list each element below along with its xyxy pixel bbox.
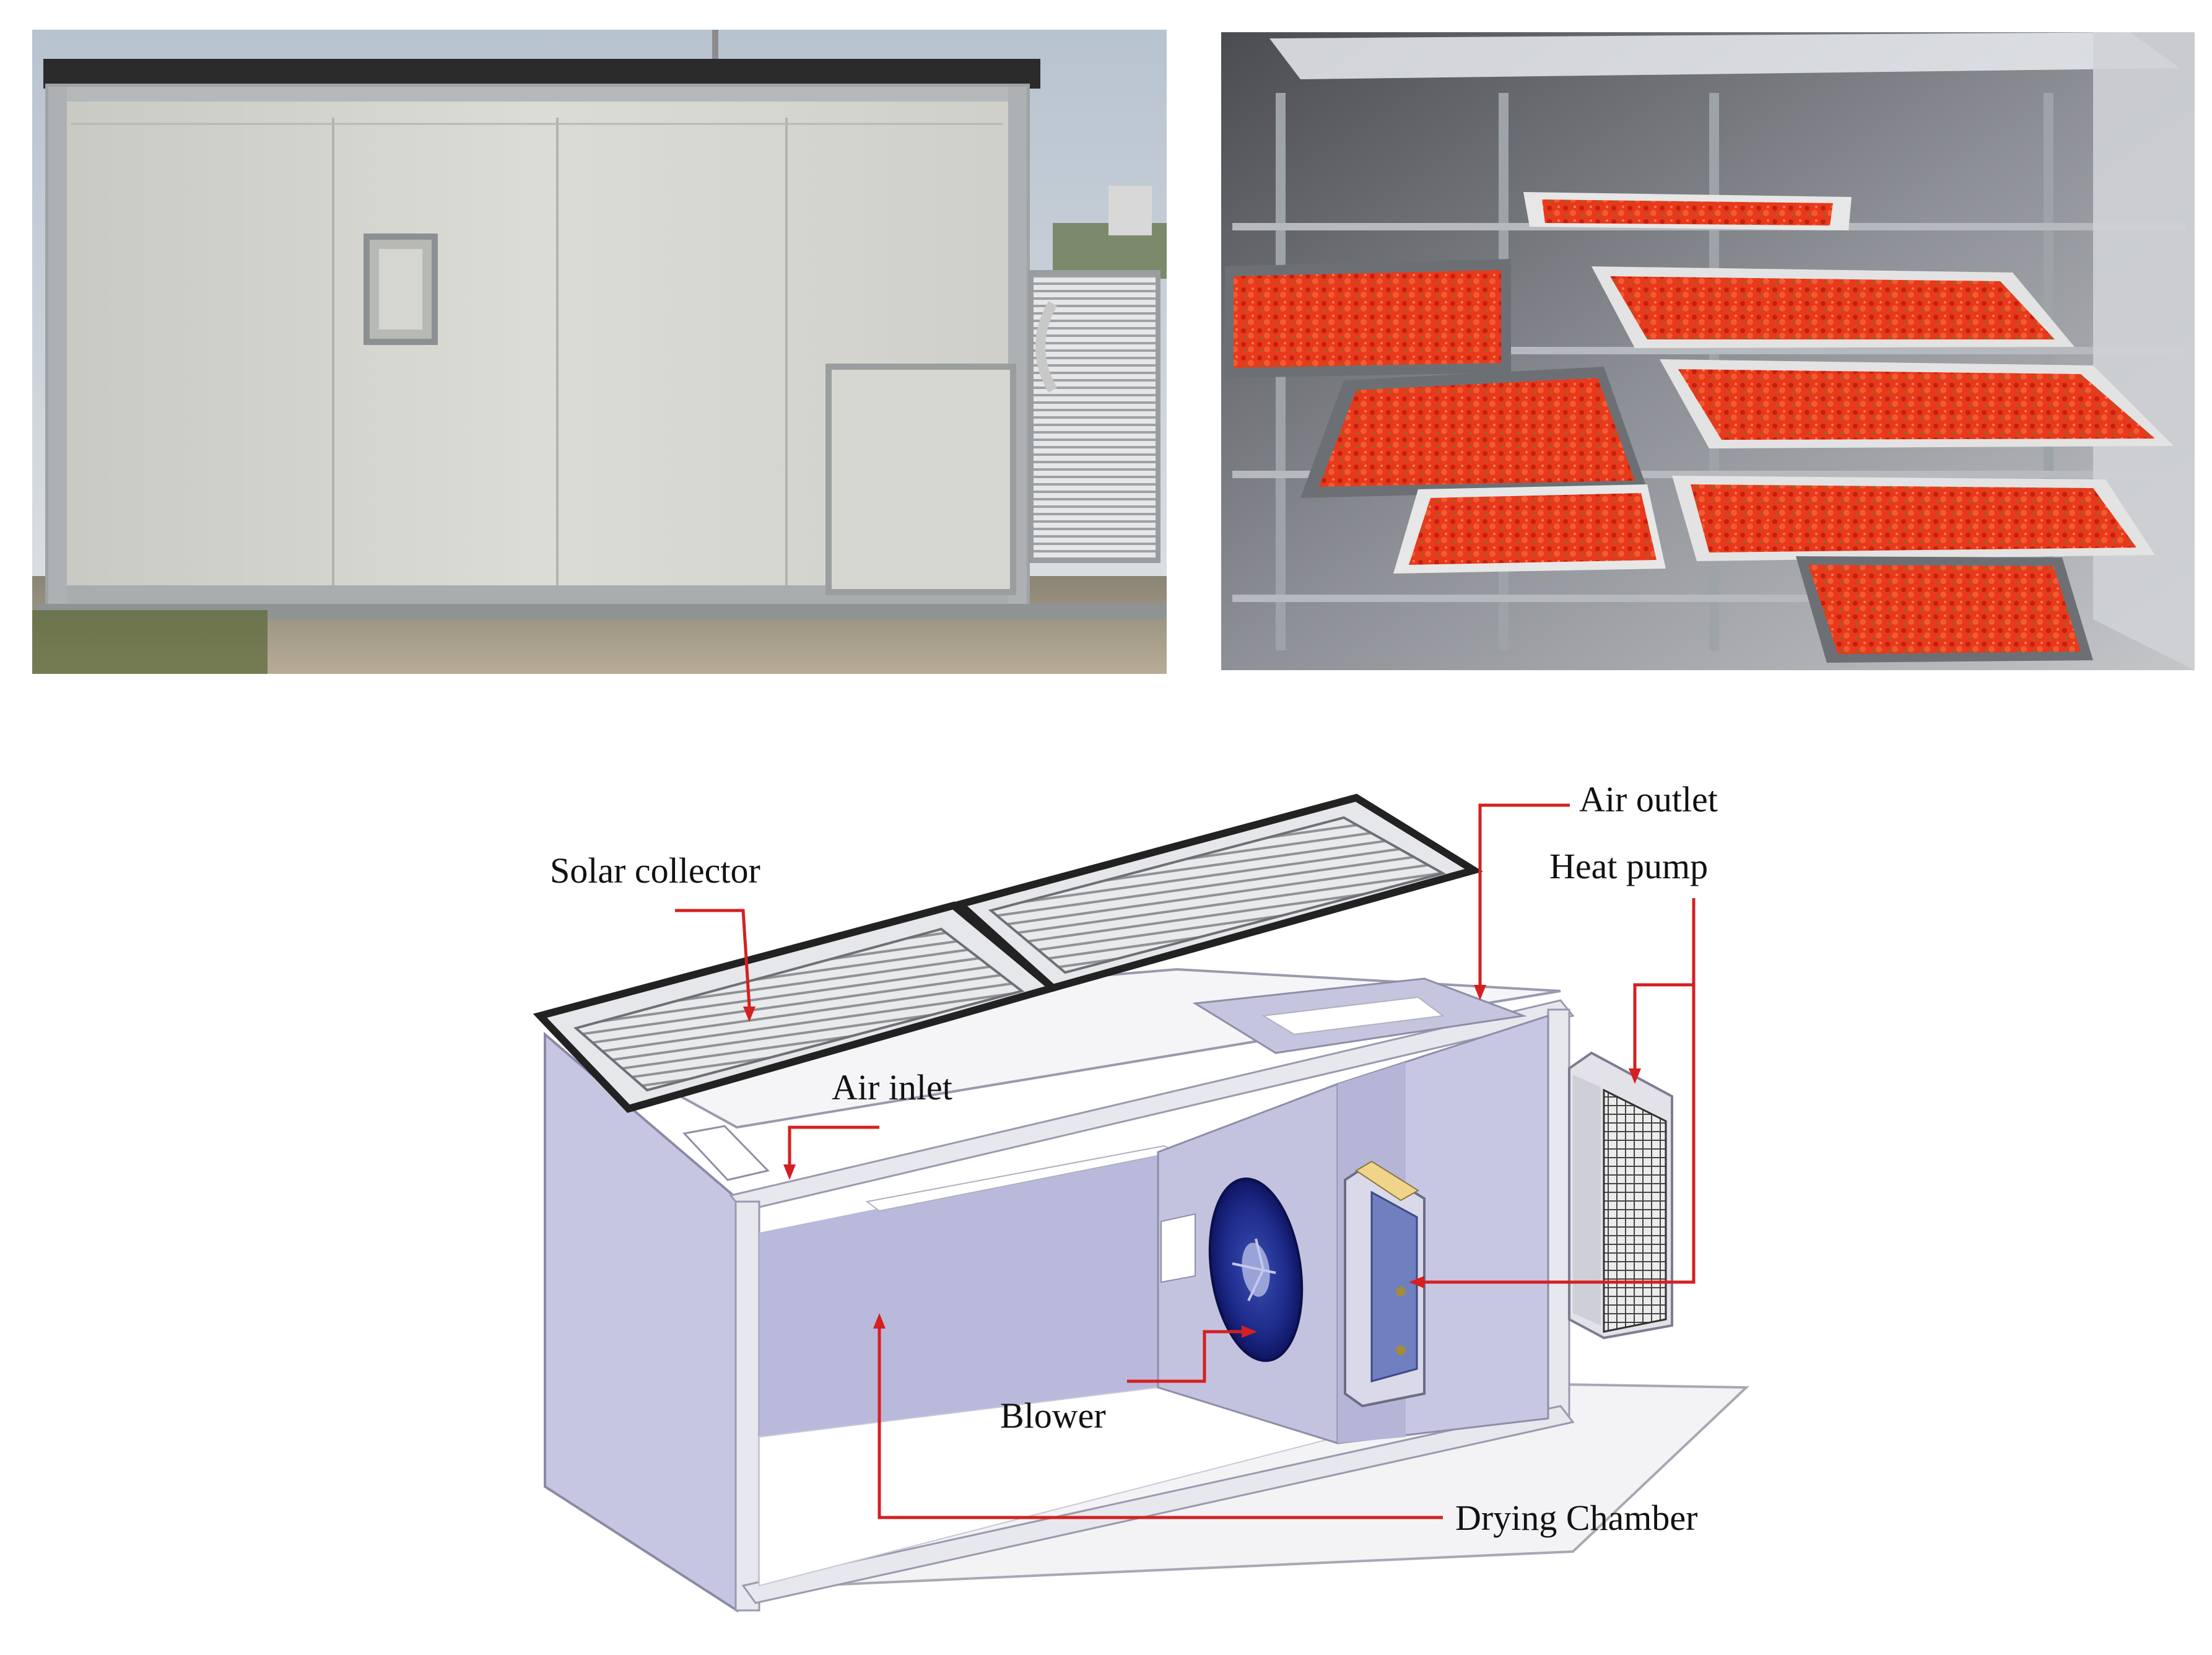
photo-exterior: [32, 30, 1167, 674]
solar-collector: [533, 793, 1483, 1113]
label-air-inlet: Air inlet: [832, 1067, 952, 1107]
label-heat-pump: Heat pump: [1549, 846, 1708, 886]
label-solar-collector: Solar collector: [550, 850, 760, 891]
photo-trays: [1221, 32, 2195, 670]
label-drying-chamber: Drying Chamber: [1455, 1498, 1697, 1538]
leader-arrowheads: [743, 985, 1641, 1338]
label-air-outlet: Air outlet: [1579, 779, 1718, 819]
leader-lines: [675, 803, 1696, 1519]
label-blower: Blower: [1000, 1395, 1106, 1436]
heat-pump-unit: [1568, 1051, 1673, 1340]
drying-chamber: [759, 1152, 1158, 1437]
cad-schematic: Solar collector Air outlet Heat pump Air…: [503, 777, 1761, 1623]
blower-fan: [1208, 1177, 1304, 1362]
indoor-unit: [1344, 1160, 1426, 1408]
